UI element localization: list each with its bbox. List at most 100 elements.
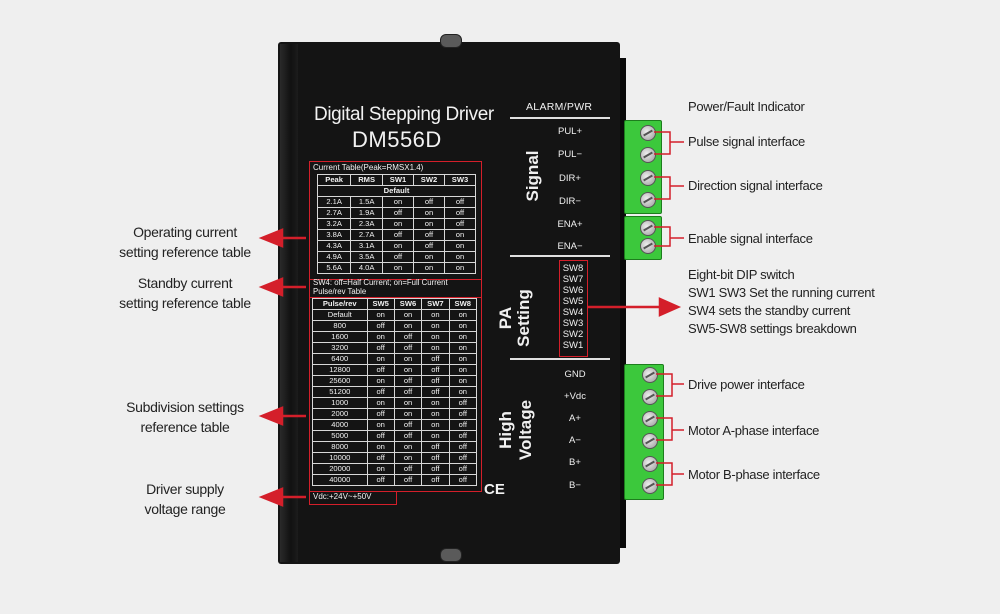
dip-sw7: SW7: [562, 274, 584, 285]
label-supply-line1: Driver supply: [146, 481, 224, 497]
label-direction-interface: Direction signal interface: [688, 178, 823, 193]
dip-sw6: SW6: [562, 285, 584, 296]
pulse-table-cell: off: [448, 452, 478, 464]
dip-switch-highlight: [559, 260, 588, 357]
bracket-enable: [654, 226, 671, 247]
vdc-highlight: [309, 491, 397, 505]
bracket-motor-a: [656, 417, 673, 441]
terminal-screw-pul-plus: [640, 125, 656, 141]
pin-pul-minus: PUL−: [557, 149, 583, 160]
standby-text: SW4: off=Half Current; on=Full Current P…: [313, 278, 448, 296]
pulse-table-cell: on: [448, 320, 478, 332]
terminal-screw-a-minus: [642, 433, 658, 449]
pulse-table-cell: off: [448, 419, 478, 431]
label-pulse-interface: Pulse signal interface: [688, 134, 805, 149]
divider-hv: [510, 358, 610, 360]
pin-pul-plus: PUL+: [557, 126, 583, 137]
terminal-screw-b-plus: [642, 456, 658, 472]
arrow-subdivision-head: [258, 406, 284, 426]
dip-sw8: SW8: [562, 263, 584, 274]
pin-b-plus: B+: [569, 457, 581, 468]
pin-b-minus: B−: [569, 480, 581, 491]
dip-sw3: SW3: [562, 318, 584, 329]
driver-side-edge: [620, 58, 626, 548]
terminal-screw-ena-plus: [640, 220, 656, 236]
current-table-cell: on: [443, 262, 477, 274]
ce-mark: CE: [484, 481, 505, 498]
label-motor-b: Motor B-phase interface: [688, 467, 820, 482]
label-dip-line4: SW5-SW8 settings breakdown: [688, 321, 857, 336]
pin-ena-minus: ENA−: [557, 241, 583, 252]
dip-sw4: SW4: [562, 307, 584, 318]
pin-dir-plus: DIR+: [559, 173, 581, 184]
pin-ena-plus: ENA+: [557, 219, 583, 230]
terminal-screw-vdc: [642, 389, 658, 405]
bracket-drive-power: [656, 373, 673, 397]
pulse-table-cell: off: [448, 474, 478, 486]
vdc-range-label: Vdc:+24V~+50V: [313, 492, 372, 501]
pin-a-plus: A+: [569, 413, 581, 424]
dip-sw2: SW2: [562, 329, 584, 340]
bottom-mount-screw: [440, 548, 462, 562]
label-subdivision-line2: reference table: [140, 419, 230, 435]
pulse-table-cell: off: [393, 474, 423, 486]
current-table-cell: 5.6A: [316, 262, 352, 274]
pin-gnd: GND: [564, 369, 586, 380]
label-supply-voltage: Driver supply voltage range: [100, 479, 270, 519]
bracket-pulse: [654, 131, 671, 155]
device-model: DM556D: [352, 127, 442, 152]
label-standby-line2: setting reference table: [119, 295, 251, 311]
divider-pa: [510, 255, 610, 257]
top-mount-screw: [440, 34, 462, 48]
current-table-cell: 4.9A: [316, 251, 352, 263]
pulse-table-cell: on: [448, 375, 478, 387]
power-terminal-block: [624, 364, 664, 500]
current-table-cell: 4.3A: [316, 240, 352, 252]
pin-a-minus: A−: [569, 435, 581, 446]
alarm-pwr-label: ALARM/PWR: [526, 101, 593, 113]
arrow-operating-head: [258, 228, 284, 248]
label-power-fault: Power/Fault Indicator: [688, 99, 805, 114]
terminal-screw-dir-plus: [640, 170, 656, 186]
pin-dir-minus: DIR−: [559, 196, 581, 207]
label-drive-power: Drive power interface: [688, 377, 805, 392]
dip-sw1: SW1: [562, 340, 584, 351]
current-table-header-row: Peak RMS SW1 SW2 SW3: [316, 174, 477, 186]
divider-top: [510, 117, 610, 119]
heatsink: [280, 44, 298, 562]
terminal-screw-b-minus: [642, 478, 658, 494]
terminal-screw-a-plus: [642, 411, 658, 427]
label-standby-current: Standby current setting reference table: [100, 273, 270, 313]
label-dip-line3: SW4 sets the standby current: [688, 303, 851, 318]
pulse-table-cell: off: [366, 474, 395, 486]
arrow-supply-head: [258, 487, 284, 507]
label-operating-line2: setting reference table: [119, 244, 251, 260]
label-standby-line1: Standby current: [137, 275, 233, 291]
label-dip-line2: SW1 SW3 Set the running current: [688, 285, 875, 300]
label-subdivision-line1: Subdivision settings: [126, 399, 244, 415]
label-dip-switch: Eight-bit DIP switch SW1 SW3 Set the run…: [688, 266, 875, 338]
device-title: Digital Stepping Driver: [314, 104, 494, 125]
label-motor-a: Motor A-phase interface: [688, 423, 820, 438]
arrow-dip-head: [658, 297, 682, 317]
standby-line2: Pulse/rev Table: [313, 286, 367, 296]
dip-sw5: SW5: [562, 296, 584, 307]
label-subdivision: Subdivision settings reference table: [100, 397, 270, 437]
label-operating-current: Operating current setting reference tabl…: [100, 222, 270, 262]
current-table-caption: Current Table(Peak=RMSX1.4): [313, 163, 424, 172]
